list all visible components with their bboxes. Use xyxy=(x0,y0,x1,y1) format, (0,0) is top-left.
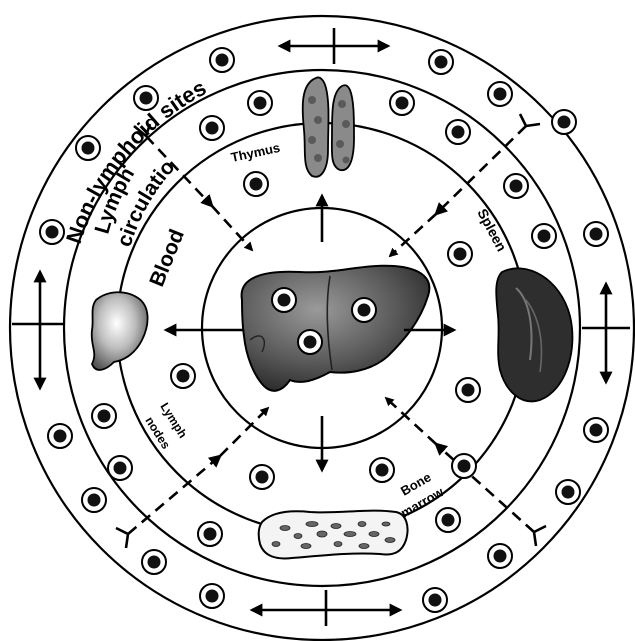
lymphocyte-cell xyxy=(352,298,376,322)
lymphocyte-cell xyxy=(200,116,224,140)
lymphocyte-cell xyxy=(556,480,580,504)
lymphocyte-cell xyxy=(82,488,106,512)
lymphocyte-cell xyxy=(584,222,608,246)
lymphocyte-cell xyxy=(429,50,453,74)
lymphocyte-cell xyxy=(390,91,414,115)
lymphocyte-cell xyxy=(423,588,447,612)
lymphocyte-cell xyxy=(446,120,470,144)
bone-marrow-section xyxy=(259,511,408,559)
spleen-label: Spleen xyxy=(474,206,510,254)
lymphocyte-cell xyxy=(76,136,100,160)
lymphocyte-cell xyxy=(456,378,480,402)
lymphocyte-cell xyxy=(370,458,394,482)
lymphocyte-cell xyxy=(248,91,272,115)
lymphocyte-cell xyxy=(250,465,274,489)
lymph-node-organ xyxy=(92,292,148,370)
lymphocyte-cell xyxy=(272,288,296,312)
lymphocyte-cell xyxy=(504,174,528,198)
lymphocyte-cell xyxy=(532,224,556,248)
lymphocyte-cell xyxy=(200,584,224,608)
lymphocyte-cell xyxy=(134,86,158,110)
lymphocyte-cell xyxy=(92,404,116,428)
thymus-organ xyxy=(303,77,354,176)
spleen-organ xyxy=(496,268,572,401)
lymphocyte-cell xyxy=(171,364,195,388)
lymphocyte-cell xyxy=(452,454,476,478)
liver-organ xyxy=(242,266,430,391)
lymphocyte-cell xyxy=(298,330,322,354)
lymphocyte-cell xyxy=(40,220,64,244)
thymus-label: Thymus xyxy=(230,140,282,165)
lymphocyte-cell xyxy=(198,522,222,546)
lymphocyte-cell xyxy=(584,418,608,442)
lymphocyte-cell xyxy=(244,172,268,196)
lymphocyte-cell xyxy=(448,242,472,266)
arrow-bottomright-thin xyxy=(386,398,436,444)
lymphocyte-cell xyxy=(436,508,460,532)
lymphocyte-cell xyxy=(552,110,576,134)
lymphocyte-cell xyxy=(142,550,166,574)
blood-label: Blood xyxy=(145,226,189,290)
lymphocyte-cell xyxy=(488,544,512,568)
arrow-topleft-thin xyxy=(212,206,252,250)
lymphocyte-cell xyxy=(108,456,132,480)
lymphocyte-cell xyxy=(48,424,72,448)
lymphocyte-cell xyxy=(488,82,512,106)
lymphocyte-cell xyxy=(210,48,234,72)
